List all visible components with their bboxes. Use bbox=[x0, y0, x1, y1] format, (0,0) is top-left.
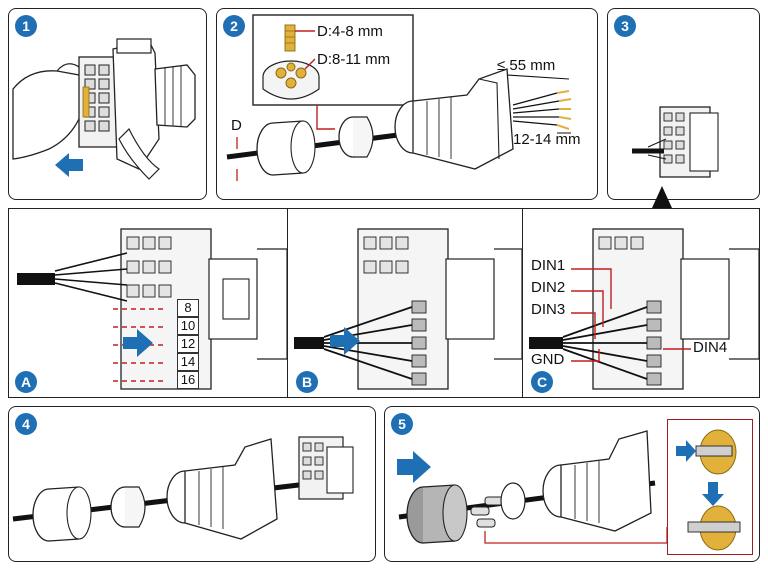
pin-label: 12 bbox=[177, 335, 199, 353]
step-badge-1: 1 bbox=[15, 15, 37, 37]
pin-label: 8 bbox=[177, 299, 199, 317]
signal-label: GND bbox=[531, 351, 565, 368]
step-badge-5: 5 bbox=[391, 413, 413, 435]
sealing-nut-4 bbox=[32, 486, 92, 542]
insert-arrow-a bbox=[123, 329, 153, 357]
signal-label: DIN4 bbox=[693, 339, 728, 356]
plug-insert-inset bbox=[667, 419, 753, 555]
signal-label: DIN3 bbox=[531, 301, 566, 318]
connector-housing-5 bbox=[542, 430, 652, 532]
step-4-illustration bbox=[12, 436, 354, 542]
panel-step-1: 1 bbox=[8, 8, 207, 200]
panel-step-3: 3 bbox=[607, 8, 760, 200]
seal-small-diameter: D:4-8 mm bbox=[317, 23, 383, 40]
step-badge-b: B bbox=[296, 371, 318, 393]
step-badge-a: A bbox=[15, 371, 37, 393]
panel-step-a: A 8 10 12 14 16 bbox=[8, 208, 289, 398]
panel-step-4: 4 bbox=[8, 406, 376, 562]
pull-arrow bbox=[55, 153, 83, 177]
connector-housing-4 bbox=[166, 438, 278, 540]
panel-step-2: 2 bbox=[216, 8, 598, 200]
step-3-illustration bbox=[632, 106, 719, 178]
cable-diameter-label: D bbox=[231, 117, 242, 134]
step-badge-3: 3 bbox=[614, 15, 636, 37]
step-b-illustration bbox=[294, 228, 523, 390]
push-arrow bbox=[397, 451, 431, 483]
step-a-illustration bbox=[17, 228, 288, 390]
seal-large-diameter: D:8-11 mm bbox=[317, 51, 391, 68]
step-badge-4: 4 bbox=[15, 413, 37, 435]
connector-housing-2 bbox=[394, 68, 514, 170]
step-badge-2: 2 bbox=[223, 15, 245, 37]
hand-shape bbox=[12, 70, 84, 160]
step-1-illustration bbox=[12, 38, 196, 180]
pin-label: 10 bbox=[177, 317, 199, 335]
strip-length-label: ≤ 55 mm bbox=[497, 57, 556, 74]
step-c-illustration bbox=[529, 228, 759, 390]
signal-label: DIN1 bbox=[531, 257, 566, 274]
panel-step-b: B bbox=[287, 208, 524, 398]
pin-label: 16 bbox=[177, 371, 199, 389]
panel-step-5: 5 bbox=[384, 406, 760, 562]
step-2-illustration bbox=[226, 14, 572, 181]
pin-label: 14 bbox=[177, 353, 199, 371]
panel-step-c: C DIN1 DIN2 DIN3 GND DIN4 bbox=[522, 208, 760, 398]
insert-arrow-b bbox=[330, 327, 360, 355]
step-5-illustration bbox=[397, 430, 668, 544]
strip-end-label: 12-14 mm bbox=[513, 131, 581, 148]
step-badge-c: C bbox=[531, 371, 553, 393]
signal-label: DIN2 bbox=[531, 279, 566, 296]
plug-insert-illustration bbox=[676, 429, 741, 551]
sealing-nut-5 bbox=[406, 484, 468, 544]
sealing-nut bbox=[256, 120, 316, 176]
